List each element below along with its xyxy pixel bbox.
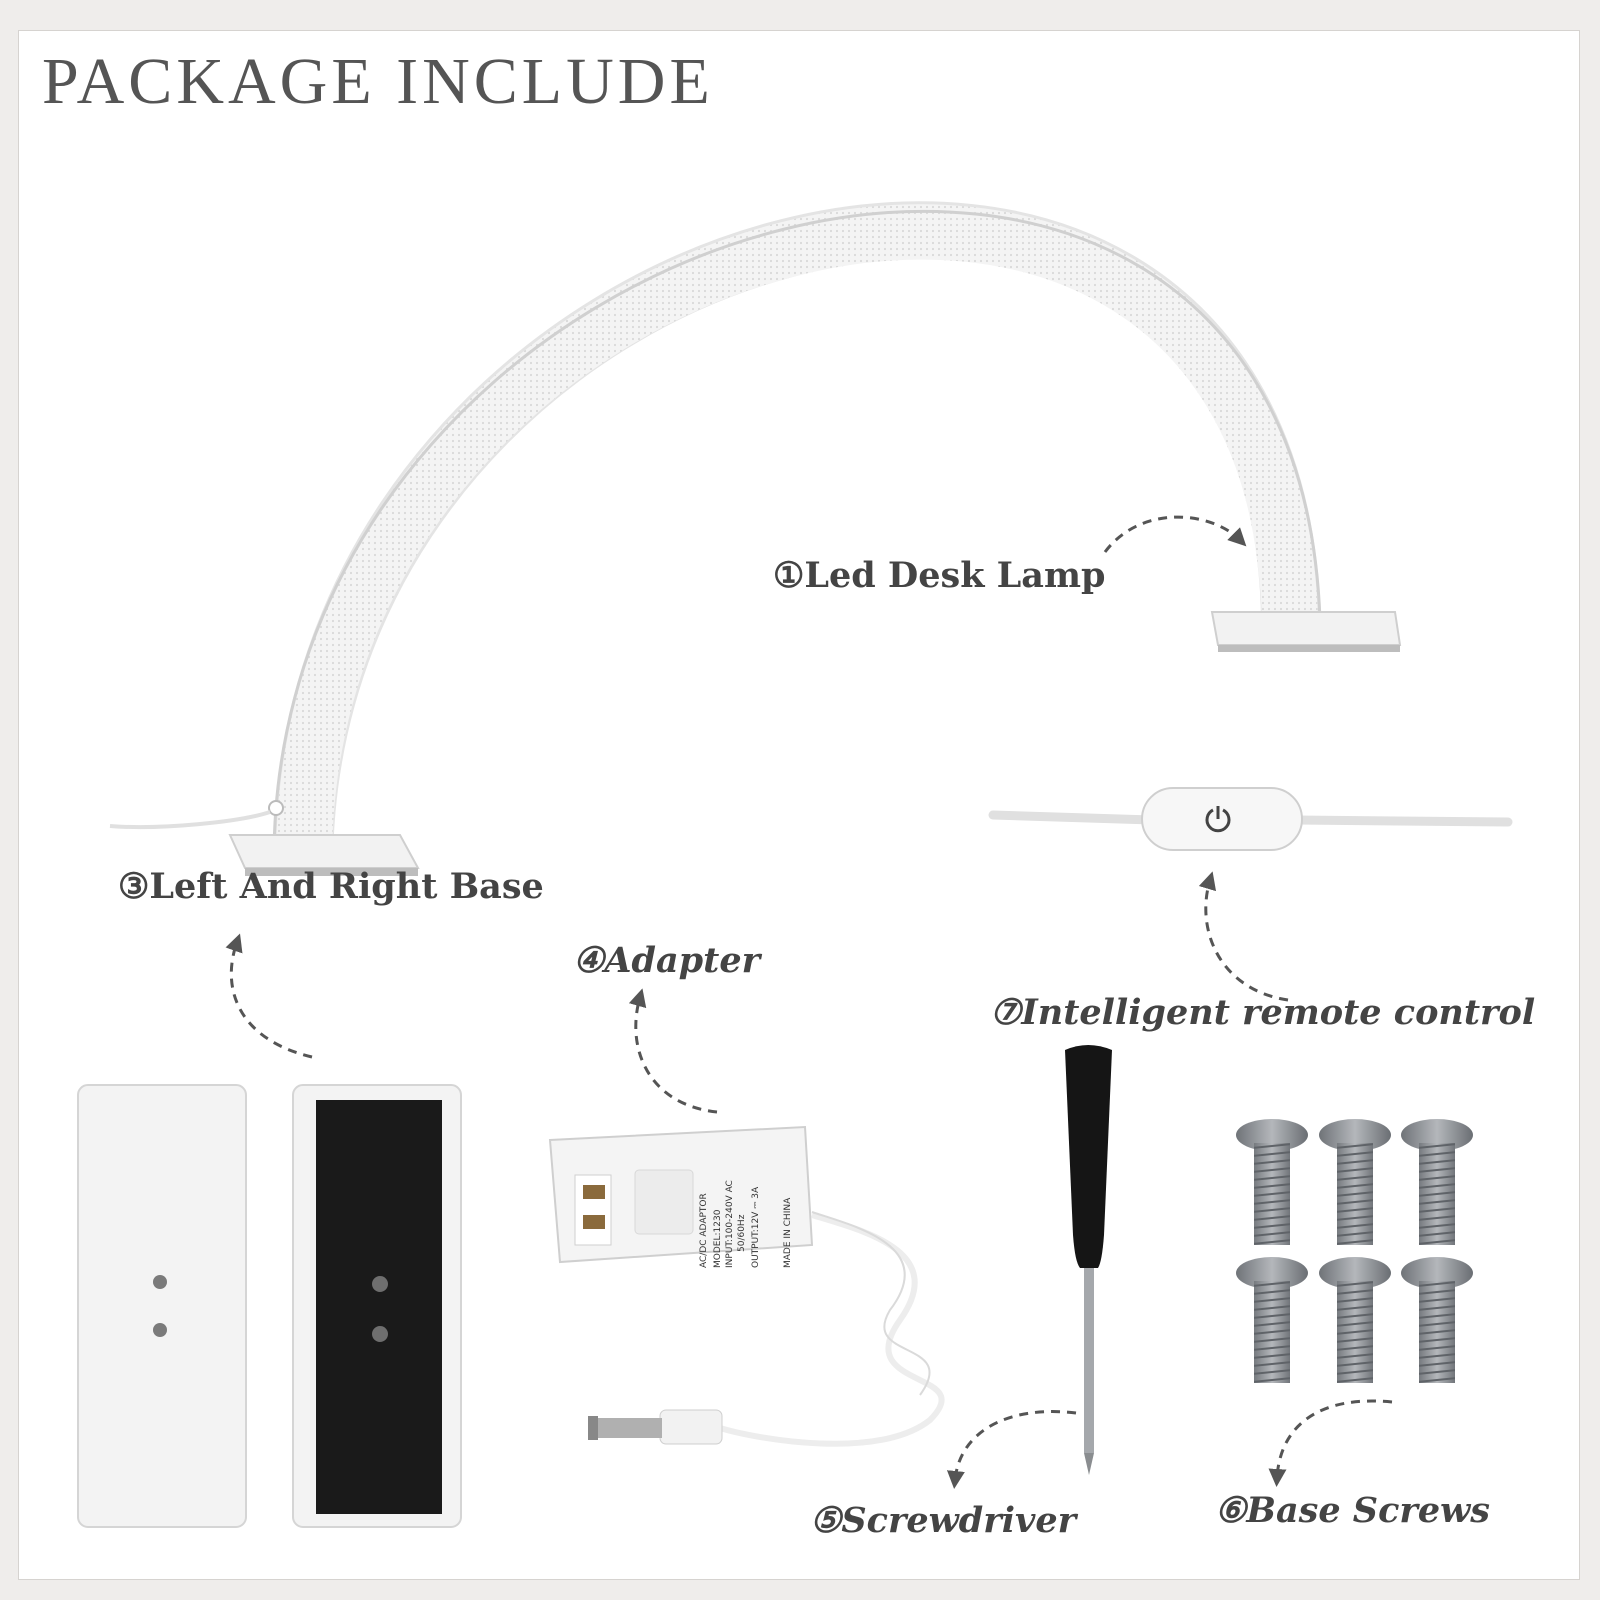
screw xyxy=(1401,1257,1473,1383)
arrow-adapter xyxy=(628,988,718,1114)
label-left-and-right-base: ③Left And Right Base xyxy=(118,866,544,907)
left-and-right-base xyxy=(77,1084,462,1528)
arrow-screws xyxy=(1268,1399,1393,1487)
label-screwdriver: ⑤Screwdriver xyxy=(810,1500,1077,1541)
arrow-screwdriver xyxy=(946,1410,1077,1489)
page-title: PACKAGE INCLUDE xyxy=(42,45,714,118)
adapter-label-6: MADE IN CHINA xyxy=(783,1197,793,1268)
screw xyxy=(1236,1257,1308,1383)
screwdriver xyxy=(1065,1045,1112,1475)
screw xyxy=(1319,1119,1391,1245)
arrow-base xyxy=(225,933,313,1059)
power-icon xyxy=(1205,806,1231,833)
label-intelligent-remote-control: ⑦Intelligent remote control xyxy=(990,992,1536,1033)
intelligent-remote-control xyxy=(988,787,1513,851)
adapter-label-4: 50/60Hz xyxy=(737,1214,747,1252)
arrow-lamp xyxy=(1103,515,1247,553)
label-led-desk-lamp: ①Led Desk Lamp xyxy=(773,555,1106,596)
screw xyxy=(1236,1119,1308,1245)
adapter: AC/DC ADAPTOR MODEL:1230 INPUT:100-240V … xyxy=(548,1125,945,1447)
led-desk-lamp xyxy=(109,201,1402,876)
arrow-remote xyxy=(1198,871,1289,1002)
screw xyxy=(1401,1119,1473,1245)
adapter-label-2: MODEL:1230 xyxy=(713,1209,723,1268)
base-screws xyxy=(1236,1119,1473,1383)
screw xyxy=(1319,1257,1391,1383)
adapter-label-1: AC/DC ADAPTOR xyxy=(699,1193,709,1268)
adapter-label-5: OUTPUT:12V ⎓ 3A xyxy=(751,1186,761,1268)
adapter-label-3: INPUT:100-240V AC xyxy=(725,1180,735,1268)
label-adapter: ④Adapter xyxy=(573,940,761,981)
label-base-screws: ⑥Base Screws xyxy=(1215,1490,1490,1531)
